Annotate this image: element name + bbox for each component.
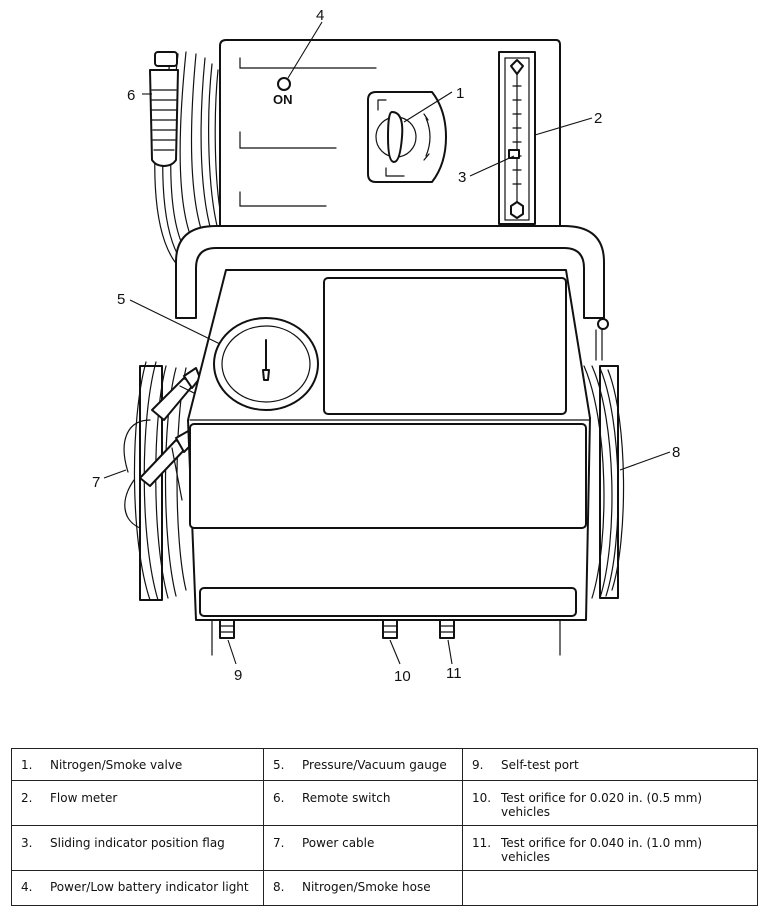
legend-label: Sliding indicator position flag xyxy=(50,836,225,850)
legend-number: 5. xyxy=(273,758,285,772)
pressure-vacuum-gauge xyxy=(213,317,319,411)
legend-row: 1. Nitrogen/Smoke valve 5. Pressure/Vacuum … xyxy=(11,748,758,781)
callout-1: 1 xyxy=(456,85,464,102)
callout-3: 3 xyxy=(458,169,466,186)
nitrogen-smoke-valve xyxy=(367,91,447,183)
legend-label: Flow meter xyxy=(50,791,118,805)
legend-number: 3. xyxy=(21,836,33,850)
legend-number: 10. xyxy=(472,791,492,805)
indicator-flag xyxy=(508,149,520,159)
legend-label: Nitrogen/Smoke valve xyxy=(50,758,183,772)
callout-10: 10 xyxy=(394,668,411,685)
callout-11: 11 xyxy=(446,665,462,682)
test-orifice-0-040 xyxy=(439,619,455,639)
legend-number: 6. xyxy=(273,791,285,805)
legend-number: 7. xyxy=(273,836,285,850)
legend-number: 2. xyxy=(21,791,33,805)
callout-8: 8 xyxy=(672,444,680,461)
legend-cell: 2. Flow meter xyxy=(11,780,264,826)
legend-cell: 6. Remote switch xyxy=(263,780,463,826)
legend-label: Test orifice for 0.020 in. (0.5 mm) vehi… xyxy=(501,791,703,819)
legend-table: 1. Nitrogen/Smoke valve 5. Pressure/Vacuum … xyxy=(11,748,758,906)
leader-lines xyxy=(103,21,671,665)
legend-label: Power/Low battery indicator light xyxy=(50,880,249,894)
legend-number: 1. xyxy=(21,758,33,772)
legend-number: 8. xyxy=(273,880,285,894)
test-orifice-0-020 xyxy=(382,619,398,639)
legend-label: Remote switch xyxy=(302,791,391,805)
legend-cell: 11. Test orifice for 0.040 in. (1.0 mm) v… xyxy=(462,825,758,871)
legend-cell: 10. Test orifice for 0.020 in. (0.5 mm) v… xyxy=(462,780,758,826)
callout-7: 7 xyxy=(92,474,100,491)
callout-2: 2 xyxy=(594,110,602,127)
legend-label: Nitrogen/Smoke hose xyxy=(302,880,431,894)
legend-label: Self-test port xyxy=(501,758,579,772)
legend-cell: 1. Nitrogen/Smoke valve xyxy=(11,748,264,781)
nitrogen-smoke-hose-reel xyxy=(583,318,625,599)
legend-row: 3. Sliding indicator position flag 7. Power… xyxy=(11,825,758,871)
legend-label: Power cable xyxy=(302,836,375,850)
smoke-tester-diagram: ON xyxy=(92,7,680,685)
self-test-port xyxy=(219,619,235,639)
callout-6: 6 xyxy=(127,87,135,104)
legend-cell: 4. Power/Low battery indicator light xyxy=(11,870,264,906)
legend-row: 2. Flow meter 6. Remote switch 10. Test orifi… xyxy=(11,780,758,826)
legend-cell: 8. Nitrogen/Smoke hose xyxy=(263,870,463,906)
legend-label: Pressure/Vacuum gauge xyxy=(302,758,447,772)
remote-switch xyxy=(149,51,179,167)
on-label: ON xyxy=(273,92,293,107)
carry-handle xyxy=(175,225,605,319)
legend-cell xyxy=(462,870,758,906)
legend-row: 4. Power/Low battery indicator light 8. Nit… xyxy=(11,870,758,906)
callout-4: 4 xyxy=(316,7,324,24)
legend-number: 4. xyxy=(21,880,33,894)
legend-cell: 3. Sliding indicator position flag xyxy=(11,825,264,871)
legend-cell: 5. Pressure/Vacuum gauge xyxy=(263,748,463,781)
legend-number: 9. xyxy=(472,758,484,772)
callout-9: 9 xyxy=(234,667,242,684)
legend-cell: 9. Self-test port xyxy=(462,748,758,781)
power-indicator-light xyxy=(277,77,291,91)
legend-cell: 7. Power cable xyxy=(263,825,463,871)
callout-5: 5 xyxy=(117,291,125,308)
legend-label: Test orifice for 0.040 in. (1.0 mm) vehi… xyxy=(501,836,703,864)
flow-meter xyxy=(498,51,536,225)
legend-number: 11. xyxy=(472,836,492,850)
